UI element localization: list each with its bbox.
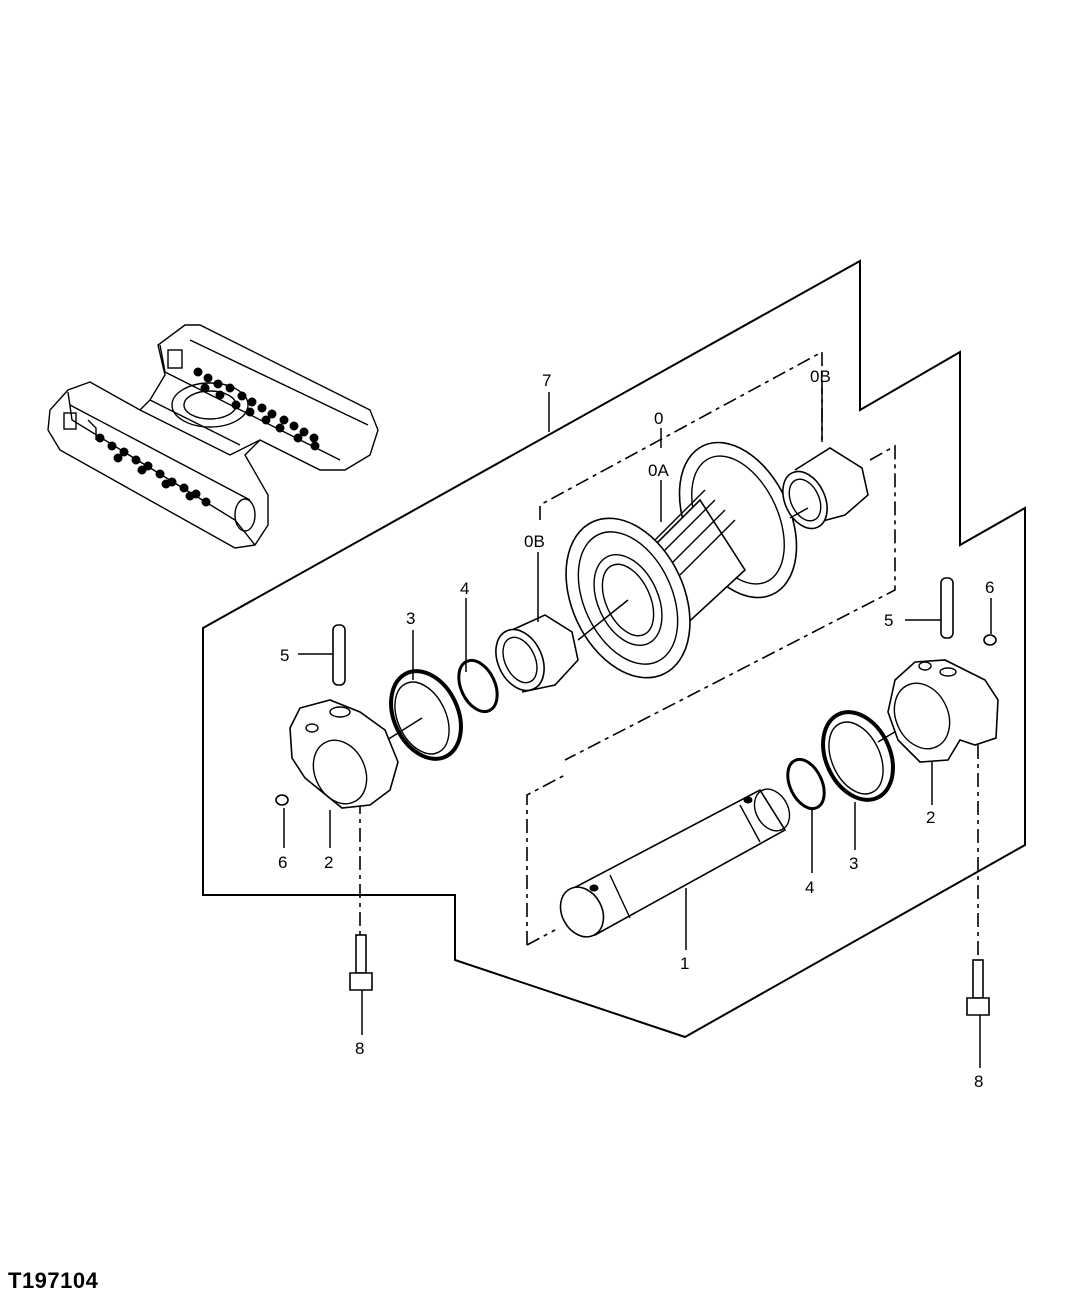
- track-frame-thumbnail: [47, 324, 379, 549]
- track-bolts: [95, 367, 320, 507]
- callout-5-left: 5: [280, 646, 289, 665]
- bushing-0B-left: [495, 614, 579, 693]
- figure-id: T197104: [8, 1268, 99, 1293]
- plug-6-left: [275, 794, 289, 806]
- callout-0: 0: [654, 409, 663, 428]
- callout-4-right: 4: [805, 878, 814, 897]
- bolt-8-left: [349, 934, 373, 991]
- callout-2-right: 2: [926, 808, 935, 827]
- callout-4-left: 4: [460, 579, 469, 598]
- bushing-0B-right: [782, 447, 869, 530]
- callout-6-left: 6: [278, 853, 287, 872]
- callout-8-left: 8: [355, 1039, 364, 1058]
- pin-5-left: [332, 624, 346, 686]
- roller-subassembly-boundary-right: [564, 444, 896, 761]
- plug-6-right: [983, 634, 997, 646]
- callout-0A: 0A: [648, 461, 669, 480]
- callout-6-right: 6: [985, 578, 994, 597]
- roller-subassembly-boundary: [539, 350, 823, 520]
- seal-3-left: [389, 669, 463, 761]
- shaft-1: [559, 788, 791, 938]
- callout-leaders: [283, 388, 992, 1068]
- callout-5-right: 5: [884, 611, 893, 630]
- pin-5-right: [940, 577, 954, 639]
- callout-3-left: 3: [406, 609, 415, 628]
- seal-3-right: [821, 710, 895, 802]
- callout-7: 7: [542, 371, 551, 390]
- shaft-boundary-bottom: [526, 929, 556, 946]
- callout-1: 1: [680, 954, 689, 973]
- assembly-boundary-7: [202, 259, 1026, 1039]
- callout-2-left: 2: [324, 853, 333, 872]
- collar-2-left: [289, 699, 399, 809]
- callout-3-right: 3: [849, 854, 858, 873]
- o-ring-4-right: [786, 757, 826, 811]
- shaft-boundary: [526, 774, 566, 945]
- callout-8-right: 8: [974, 1072, 983, 1091]
- bolt-8-right: [966, 959, 990, 1016]
- roller-0A: [565, 441, 798, 679]
- callout-0B-right: 0B: [810, 367, 831, 386]
- callout-0B-left: 0B: [524, 532, 545, 551]
- collar-2-right: [887, 659, 999, 763]
